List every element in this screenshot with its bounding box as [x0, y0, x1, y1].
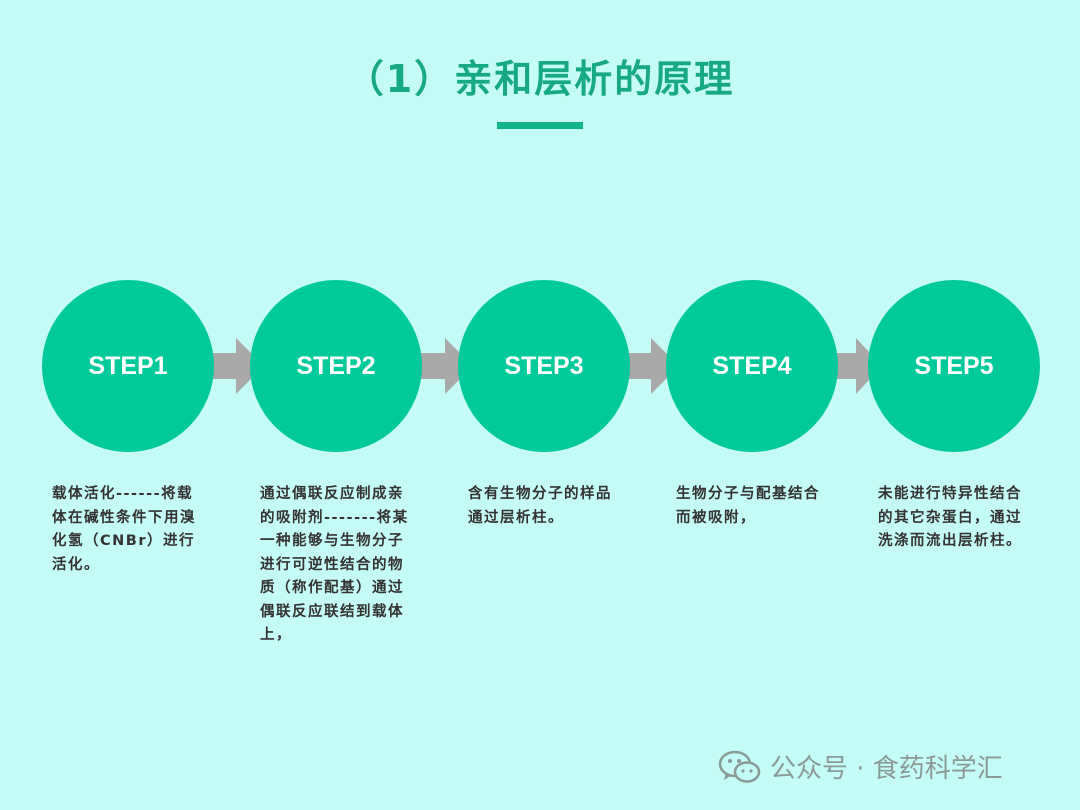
arrow-3-icon [627, 338, 679, 394]
step2-description: 通过偶联反应制成亲的吸附剂-------将某一种能够与生物分子进行可逆性结合的物… [260, 486, 409, 643]
step5-label: STEP5 [914, 351, 994, 380]
arrow-4-icon [836, 338, 882, 394]
page-title: （1）亲和层析的原理 [345, 57, 735, 101]
watermark-text: 公众号 · 食药科学汇 [770, 754, 1003, 784]
step5-circle: STEP5 [868, 280, 1040, 452]
arrow-1-icon [212, 338, 264, 394]
step2-circle: STEP2 [250, 280, 422, 452]
step2-label: STEP2 [296, 351, 376, 380]
step3-circle: STEP3 [458, 280, 630, 452]
step1-description: 载体活化------将载体在碱性条件下用溴化氢（CNBr）进行活化。 [52, 486, 196, 573]
step5-description: 未能进行特异性结合的其它杂蛋白，通过洗涤而流出层析柱。 [878, 486, 1022, 549]
step3-label: STEP3 [504, 351, 584, 380]
wechat-icon [718, 750, 761, 783]
step1-circle: STEP1 [42, 280, 214, 452]
watermark: 公众号 · 食药科学汇 [718, 748, 1003, 785]
arrow-2-icon [421, 338, 473, 394]
step4-label: STEP4 [712, 351, 792, 380]
title-underline [497, 122, 583, 129]
step3-description: 含有生物分子的样品通过层析柱。 [468, 486, 612, 526]
step1-label: STEP1 [88, 351, 168, 380]
step4-description: 生物分子与配基结合而被吸附， [676, 486, 820, 526]
step4-circle: STEP4 [666, 280, 838, 452]
